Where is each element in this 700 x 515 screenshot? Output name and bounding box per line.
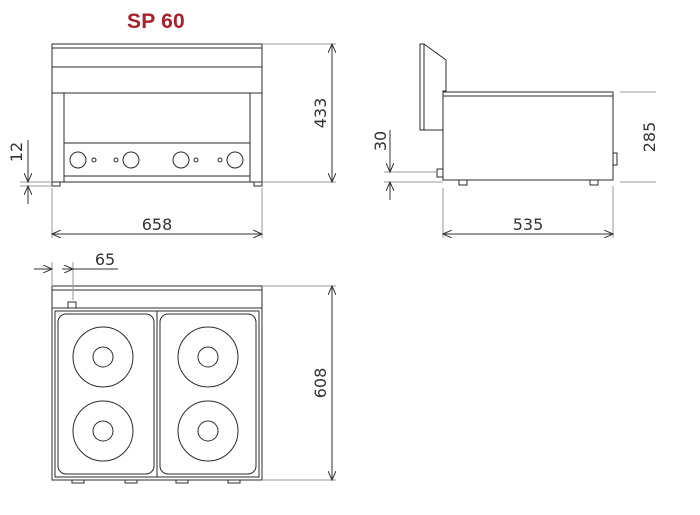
dim-side-offset: 30 [371, 131, 390, 151]
dim-front-width: 658 [142, 215, 173, 234]
dim-front-height: 433 [311, 98, 330, 129]
dim-side-depth: 535 [513, 215, 544, 234]
dim-top-depth: 608 [311, 368, 330, 399]
top-view: 65 608 [34, 250, 336, 484]
model-title: SP 60 [127, 10, 185, 33]
hotplates [72, 326, 239, 462]
dim-foot-height: 12 [7, 142, 26, 162]
side-view: 535 285 30 [371, 43, 659, 238]
control-knobs [69, 151, 244, 169]
dim-side-height: 285 [640, 122, 659, 153]
dim-top-offset: 65 [95, 250, 115, 269]
front-view: 658 433 12 [7, 44, 336, 238]
